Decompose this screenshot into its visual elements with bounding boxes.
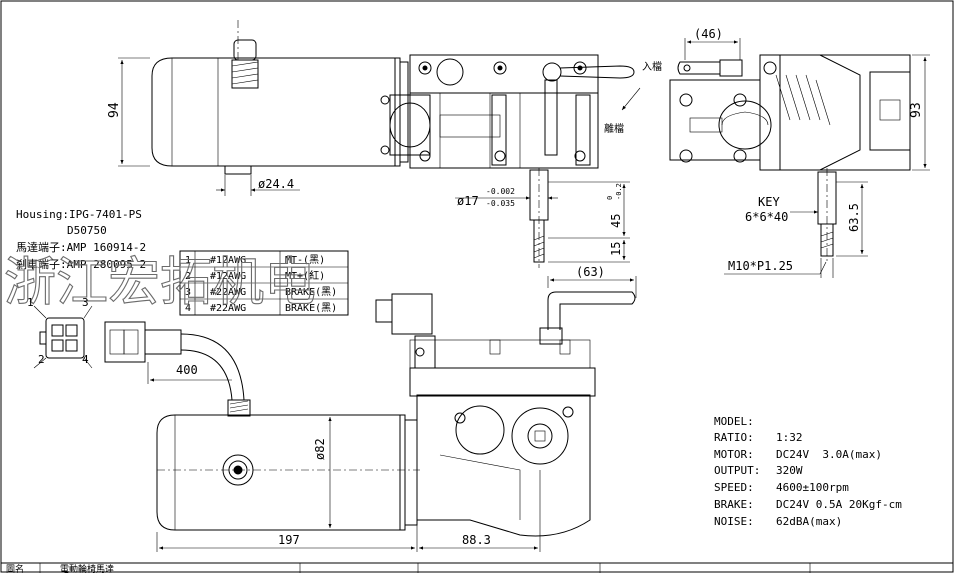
dim-dia-24: ø24.4 — [258, 177, 294, 191]
pin-label-3: 3 — [82, 296, 89, 309]
dim-94: 94 — [107, 102, 122, 118]
dim-197: 197 — [278, 533, 300, 547]
spec-ratio-value: 1:32 — [776, 431, 803, 444]
housing-text: Housing:IPG-7401-PS — [16, 208, 142, 221]
dim-63-5: 63.5 — [847, 203, 861, 232]
dim-dia-17-tol-dn: -0.035 — [486, 199, 515, 208]
wire-gauge-4: #22AWG — [210, 303, 246, 314]
dim-93: 93 — [909, 102, 924, 118]
motor-terminal-text: 馬達端子:AMP 160914-2 — [16, 241, 146, 254]
connector-pinout: 1 3 2 4 — [27, 296, 93, 369]
wire-gauge-3: #22AWG — [210, 287, 246, 298]
gearbox-top-view: 入檔 離檔 ø17 -0.002 -0.035 45 0 -0.2 15 — [380, 54, 662, 268]
spec-model-label: MODEL: — [714, 415, 754, 428]
connector-notes: Housing:IPG-7401-PS D50750 馬達端子:AMP 1609… — [16, 208, 146, 271]
thread-spec: M10*P1.25 — [728, 259, 793, 273]
spec-brake-label: BRAKE: — [714, 498, 754, 511]
watermark-text: 浙江宏拓机电 — [4, 253, 316, 313]
lever-engage-label: 入檔 — [642, 60, 662, 73]
dim-dia-82: ø82 — [313, 438, 327, 460]
pin-label-4: 4 — [82, 353, 89, 366]
dim-46: (46) — [694, 27, 723, 41]
dim-88-3: 88.3 — [462, 533, 491, 547]
spec-output-label: OUTPUT: — [714, 464, 760, 477]
wire-func-1: MT-(黑) — [285, 254, 325, 266]
dim-45: 45 — [609, 214, 623, 228]
wire-pin-2: 2 — [185, 271, 191, 282]
dim-45-tol-dn: -0.2 — [615, 183, 623, 200]
lever-disengage-label: 離檔 — [604, 122, 624, 135]
spec-output-value: 320W — [776, 464, 803, 477]
wire-gauge-1: #12AWG — [210, 255, 246, 266]
spec-ratio-label: RATIO: — [714, 431, 754, 444]
key-size: 6*6*40 — [745, 210, 788, 224]
dim-dia-17-tol-up: -0.002 — [486, 187, 515, 196]
dim-400: 400 — [176, 363, 198, 377]
dim-dia-17: ø17 — [457, 194, 479, 208]
wire-func-4: BRAKE(黑) — [285, 302, 337, 314]
pin-label-1: 1 — [27, 296, 34, 309]
spec-motor-value: DC24V 3.0A(max) — [776, 448, 882, 461]
spec-speed-label: SPEED: — [714, 481, 754, 494]
wire-pin-3: 3 — [185, 287, 191, 298]
spec-noise-label: NOISE: — [714, 515, 754, 528]
pin-label-2: 2 — [38, 353, 45, 366]
title-block-name: 電動輪椅馬達 — [60, 563, 114, 573]
wire-pin-4: 4 — [185, 303, 191, 314]
dim-45-tol-up: 0 — [606, 196, 614, 200]
end-view: (46) 93 63.5 KEY 6*6*40 M10*P1.25 — [669, 27, 930, 278]
specifications: MODEL: RATIO: 1:32 MOTOR: DC24V 3.0A(max… — [714, 415, 902, 528]
spec-brake-value: DC24V 0.5A 20Kgf-cm — [776, 498, 902, 511]
wire-func-2: MT+(紅) — [285, 270, 325, 282]
wire-gauge-2: #12AWG — [210, 271, 246, 282]
spec-noise-value: 62dBA(max) — [776, 515, 842, 528]
main-assembly-view: 400 ø82 — [104, 265, 637, 552]
dim-63: (63) — [576, 265, 605, 279]
key-label: KEY — [758, 195, 780, 209]
housing-code: D50750 — [67, 224, 107, 237]
wire-table: 1 #12AWG MT-(黑) 2 #12AWG MT+(紅) 3 #22AWG… — [179, 250, 349, 316]
motor-side-view: 94 ø24.4 — [107, 20, 409, 196]
title-block: 圖名 電動輪椅馬達 — [6, 563, 811, 573]
title-block-label: 圖名 — [6, 563, 24, 573]
spec-speed-value: 4600±100rpm — [776, 481, 849, 494]
dim-15: 15 — [609, 242, 623, 256]
wire-func-3: BRAKE(黑) — [285, 286, 337, 298]
wire-pin-1: 1 — [185, 255, 191, 266]
brake-terminal-text: 剎車端子:AMP 280095-2 — [16, 257, 146, 271]
spec-motor-label: MOTOR: — [714, 448, 754, 461]
